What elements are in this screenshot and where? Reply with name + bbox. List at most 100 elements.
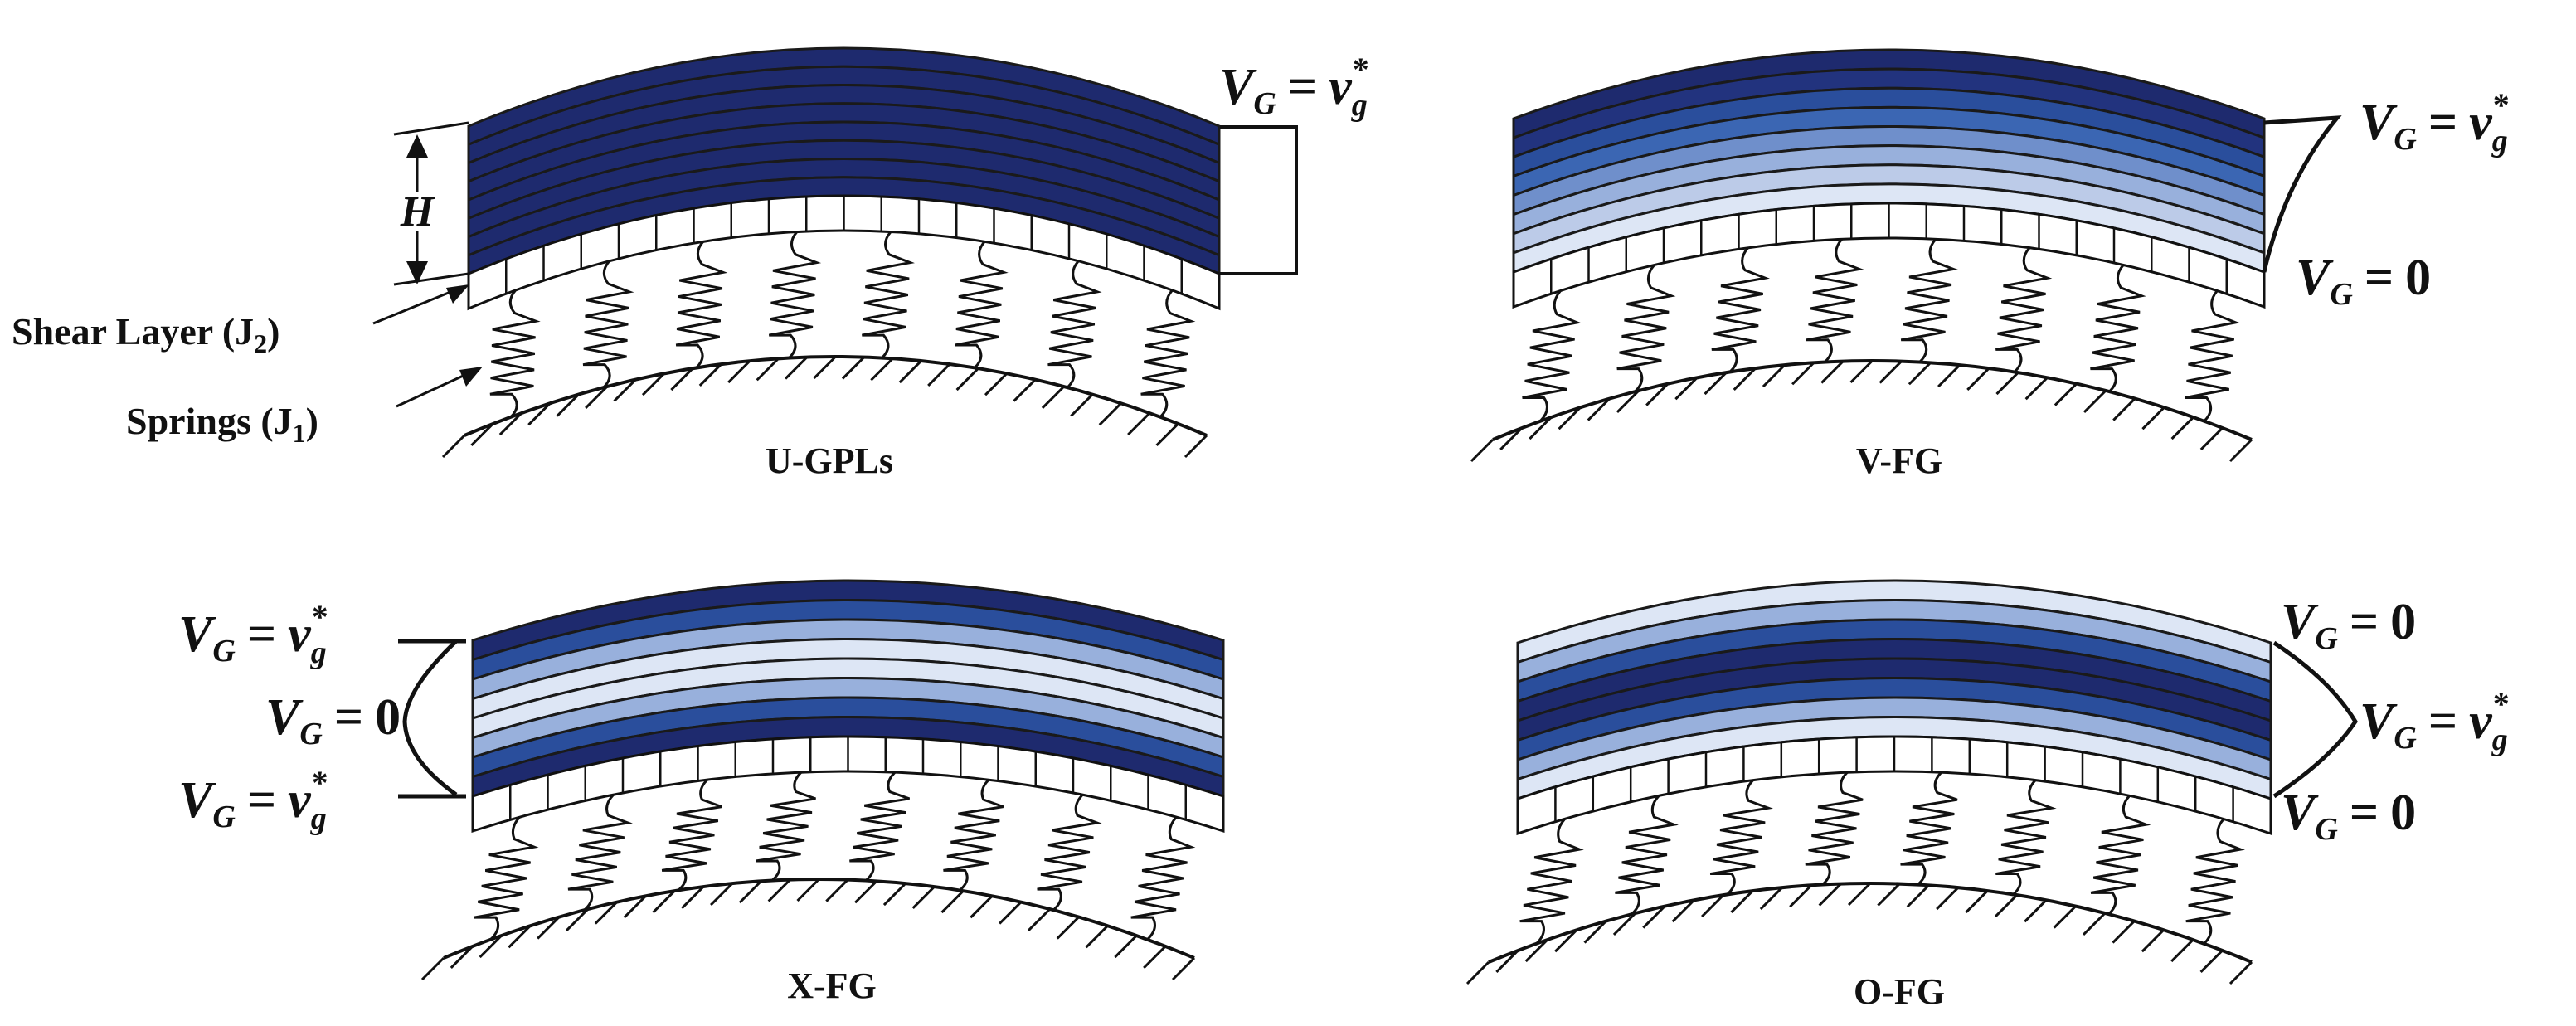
ground-hatch [1791,362,1815,386]
spring [768,231,822,359]
ground-hatch [1085,925,1109,949]
annotation-u-top: VG=vg* [1219,51,1369,123]
spring [849,771,911,882]
ground-hatch [1849,359,1874,384]
springs-close: ) [306,400,318,442]
ground-hatch [927,362,951,387]
ground-hatch [2054,382,2078,406]
ground-hatch [1789,884,1813,908]
ground-hatch [999,901,1023,925]
ground-hatch [1529,416,1553,440]
ground-hatch [623,895,647,919]
ground-hatch [1847,882,1872,907]
svg-text:VG=vg*: VG=vg* [178,764,328,836]
ground-hatch [1041,385,1065,410]
distribution-profile-u [1220,125,1298,275]
spring [2090,795,2151,916]
spring [1037,794,1102,912]
spring [1995,779,2057,896]
ground-hatch [984,372,1009,396]
ground-hatch [1558,406,1582,430]
ground-hatch [841,356,865,380]
ground-hatch [1470,438,1495,463]
ground-hatch [1818,883,1842,907]
ground-hatch [1495,949,1519,974]
spring [1047,260,1102,389]
ground-hatch [1612,912,1636,936]
spring [489,289,541,418]
ground-hatch [594,901,618,925]
ground-hatch [537,916,561,940]
annotation-x-bottom: VG=vg* [178,764,328,836]
shear-layer-subscript: 2 [254,328,267,358]
ground-hatch [441,434,466,459]
ground-hatch [1642,905,1666,929]
ground-hatch [882,882,906,907]
caption-u-gpls: U-GPLs [766,440,893,481]
ground-hatch [1820,360,1845,384]
spring [756,771,816,882]
ground-hatch [1070,393,1094,417]
spring [567,794,633,912]
svg-text:Shear Layer (J2): Shear Layer (J2) [12,310,280,358]
ground-hatch [1762,363,1786,388]
ground-hatch [420,956,445,981]
spring [1616,264,1676,393]
spring [2090,264,2146,393]
ground-hatch [1965,889,1989,914]
distribution-profile-x [398,639,466,799]
ground-hatch [2228,438,2253,463]
annotation-o-bottom: VG=0 [2281,785,2416,847]
ground-hatch [1616,389,1640,414]
ground-hatch [1127,411,1151,436]
ground-hatch [854,880,878,904]
ground-hatch [556,393,580,417]
annotation-v-top: VG=vg* [2360,86,2510,158]
ground-hatch [796,878,820,902]
ground-hatch [825,878,849,902]
ground-hatch [2170,938,2194,963]
ground-hatch [1645,382,1670,406]
ground-hatch [785,356,809,380]
svg-text:VG=vg*: VG=vg* [178,598,328,670]
ground-hatch [940,889,965,914]
thickness-indicator [393,121,469,286]
ground-hatch [681,885,705,910]
svg-text:VG=0: VG=0 [2281,594,2416,656]
ground-hatch [813,355,837,380]
springs-callout: Springs (J1) [126,367,483,448]
svg-text:VG=vg*: VG=vg* [2360,86,2510,158]
ground-hatch [1674,377,1699,401]
ground-hatch [970,895,994,919]
svg-text:VG=0: VG=0 [265,689,401,751]
ground-hatch [1994,893,2018,918]
panel-o-fg [1465,579,2272,985]
ground-hatch [1013,378,1037,402]
caption-v-fg: V-FG [1856,440,1942,481]
ground-hatch [1908,362,1932,386]
ground-hatch [870,357,894,382]
svg-text:VG=0: VG=0 [2296,250,2431,312]
ground-hatch [613,378,637,402]
panel-x-fg [420,579,1225,981]
panel-u-gpls [441,46,1221,459]
ground-hatch [2170,416,2194,440]
shear-layer-close: ) [267,310,279,353]
ground-hatch [2112,397,2136,421]
spring [955,241,1009,369]
ground-hatch [727,359,751,384]
ground-hatch [2199,949,2224,974]
ground-hatch [1155,422,1179,447]
spring [675,241,728,369]
ground-hatch [652,889,676,914]
spring [2185,289,2240,422]
spring [1130,816,1196,941]
ground-hatch [1879,360,1903,384]
ground-hatch [911,885,936,910]
caption-o-fg: O-FG [1854,971,1945,1012]
spring [1711,246,1770,373]
svg-text:VG=vg*: VG=vg* [2360,685,2510,757]
ground-hatch [756,357,780,382]
ground-hatch [1171,956,1196,981]
ground-hatch [955,367,979,391]
